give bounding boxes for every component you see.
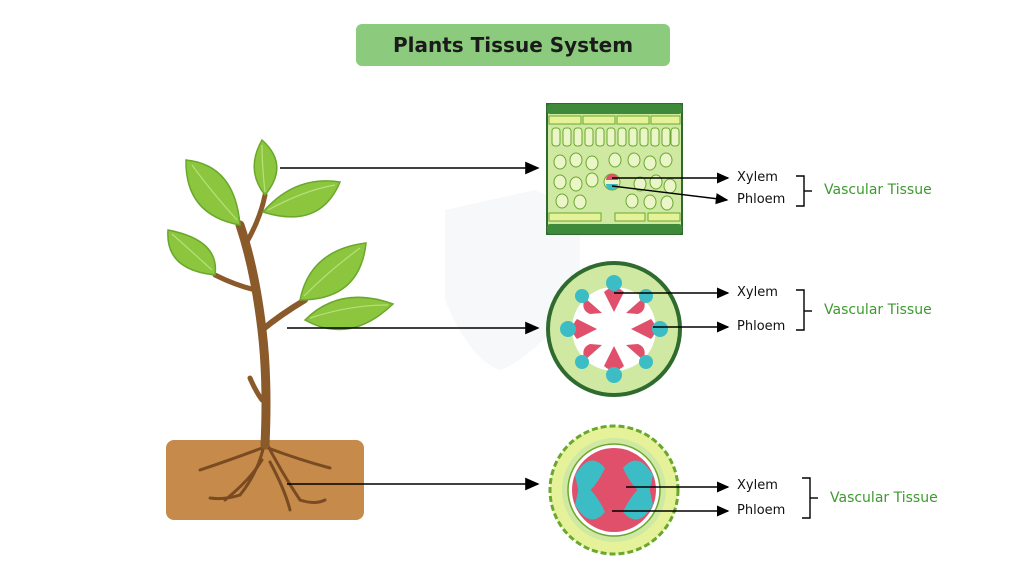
- stem-xylem-label: Xylem: [737, 285, 778, 300]
- leaf-phloem-label: Phloem: [737, 192, 786, 207]
- label-arrows: [611, 172, 730, 517]
- page-title: Plants Tissue System: [392, 33, 634, 57]
- leaf-vascular-tissue-label: Vascular Tissue: [824, 182, 932, 198]
- plant-roots: [198, 438, 332, 512]
- stem-cross-section: [546, 261, 682, 397]
- pointer-arrows: [280, 161, 540, 491]
- root-xylem-label: Xylem: [737, 478, 778, 493]
- stem-phloem-label: Phloem: [737, 319, 786, 334]
- title-banner: Plants Tissue System: [356, 24, 670, 66]
- leaf-xylem-label: Xylem: [737, 170, 778, 185]
- brackets: [796, 175, 818, 519]
- leaf-veins: [171, 144, 389, 319]
- root-cross-section: [548, 424, 680, 556]
- leaf-cross-section: [546, 103, 683, 235]
- plant-illustration: [166, 138, 395, 520]
- root-phloem-label: Phloem: [737, 503, 786, 518]
- soil-block: [166, 440, 364, 520]
- stem-vascular-tissue-label: Vascular Tissue: [824, 302, 932, 318]
- plant-stem: [212, 192, 308, 450]
- root-vascular-tissue-label: Vascular Tissue: [830, 490, 938, 506]
